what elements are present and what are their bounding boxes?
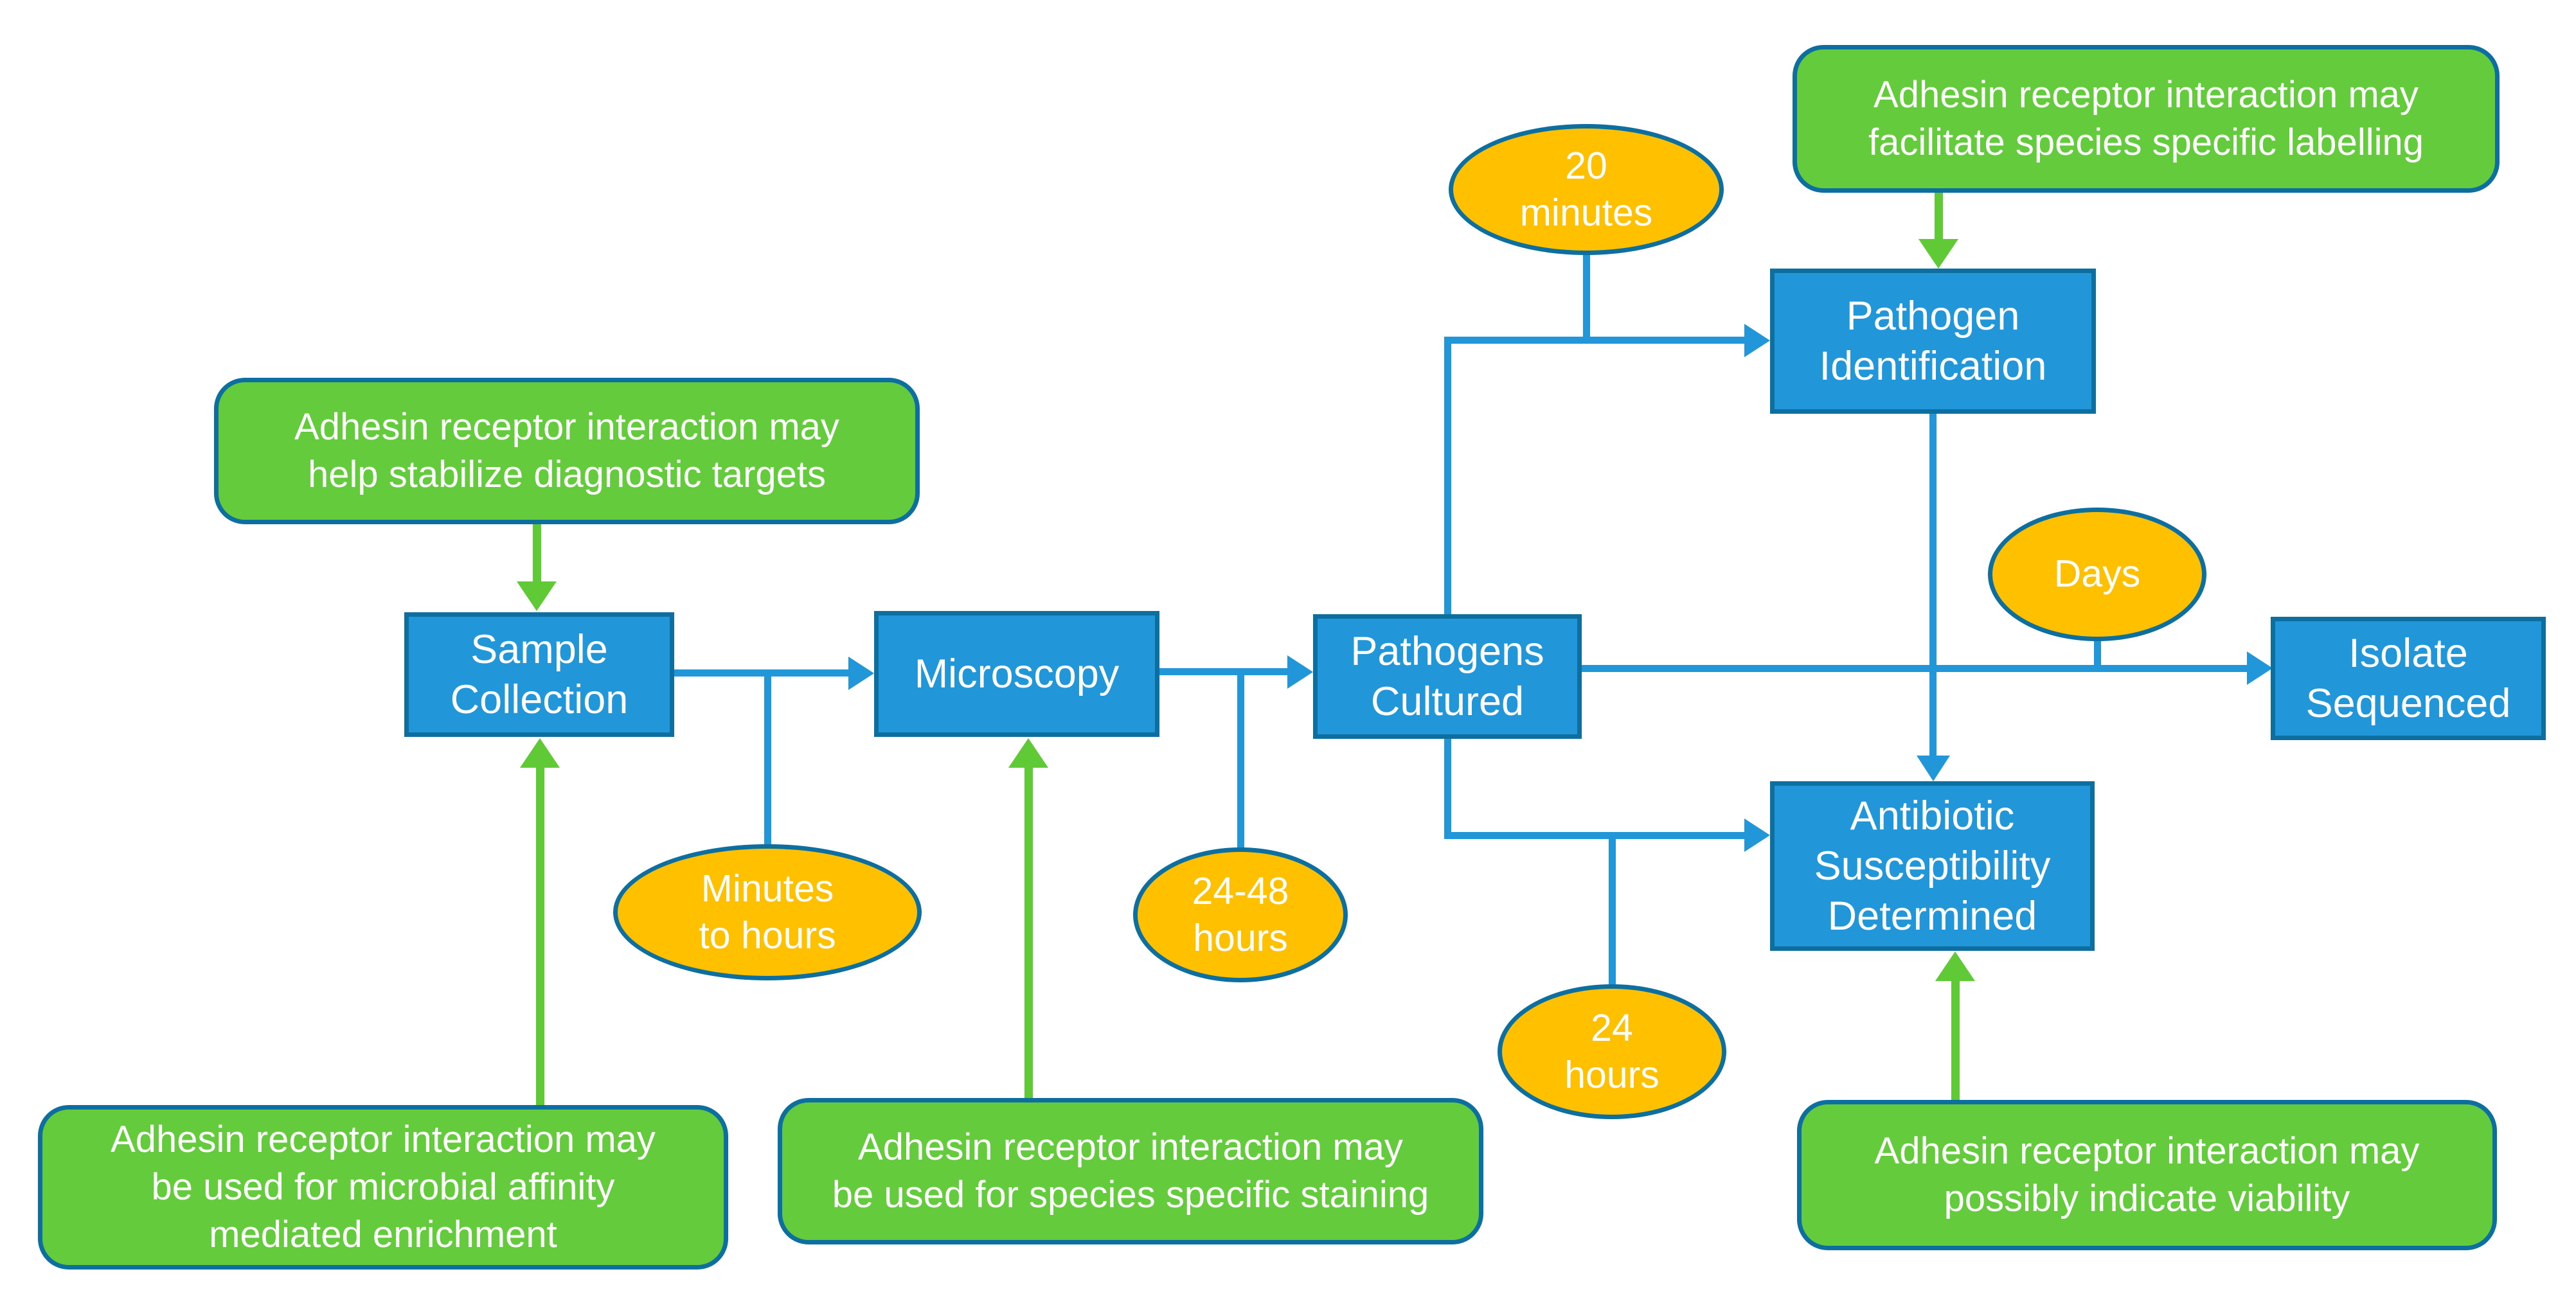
node-pathogen-identification: Pathogen Identification bbox=[1770, 269, 2096, 414]
annotation-specific-staining-label: Adhesin receptor interaction may be used… bbox=[832, 1126, 1429, 1216]
node-pathogens-cultured-label: Pathogens Cultured bbox=[1350, 628, 1544, 724]
green-arrow-labelling-line bbox=[1935, 190, 1943, 242]
edge-microscopy-to-cultured bbox=[1159, 668, 1290, 675]
node-isolate-sequenced: Isolate Sequenced bbox=[2271, 617, 2546, 740]
duration-20-minutes: 20 minutes bbox=[1449, 124, 1724, 255]
arrowhead-into-susceptibility-left bbox=[1744, 819, 1770, 852]
green-arrowhead-into-sample-top bbox=[517, 581, 557, 611]
edge-sample-to-microscopy bbox=[674, 669, 851, 677]
edge-cultured-to-identification-vertical bbox=[1444, 339, 1451, 615]
stub-24-48-hours bbox=[1237, 671, 1244, 849]
annotation-species-labelling: Adhesin receptor interaction may facilit… bbox=[1793, 45, 2500, 193]
green-arrowhead-into-susceptibility-bottom bbox=[1935, 951, 1975, 981]
edge-cultured-to-susceptibility-horizontal bbox=[1444, 832, 1746, 839]
node-pathogen-identification-label: Pathogen Identification bbox=[1819, 293, 2047, 389]
edge-identification-to-susceptibility bbox=[1929, 412, 1936, 757]
green-arrowhead-into-microscopy-bottom bbox=[1008, 738, 1048, 768]
edge-cultured-to-sequenced bbox=[1580, 665, 2249, 672]
annotation-stabilize-targets-label: Adhesin receptor interaction may help st… bbox=[294, 405, 839, 495]
arrowhead-into-cultured bbox=[1287, 655, 1313, 689]
node-antibiotic-susceptibility: Antibiotic Susceptibility Determined bbox=[1770, 781, 2095, 951]
annotation-stabilize-targets: Adhesin receptor interaction may help st… bbox=[214, 378, 920, 524]
stub-days bbox=[2094, 636, 2101, 668]
node-sample-collection: Sample Collection bbox=[404, 612, 674, 737]
green-arrow-viability-line bbox=[1951, 978, 1960, 1101]
green-arrow-stabilize-line bbox=[533, 523, 541, 584]
green-arrow-staining-line bbox=[1024, 766, 1033, 1099]
duration-24-hours-label: 24 hours bbox=[1564, 1006, 1659, 1096]
duration-days-label: Days bbox=[2053, 553, 2141, 596]
annotation-indicate-viability-label: Adhesin receptor interaction may possibl… bbox=[1874, 1129, 2420, 1219]
duration-24-48-hours: 24-48 hours bbox=[1133, 847, 1348, 982]
stub-24-hours bbox=[1609, 835, 1616, 987]
stub-minutes-to-hours bbox=[764, 673, 771, 845]
node-microscopy: Microscopy bbox=[874, 611, 1159, 737]
stub-20-minutes bbox=[1583, 251, 1590, 339]
node-isolate-sequenced-label: Isolate Sequenced bbox=[2305, 630, 2511, 726]
annotation-specific-staining: Adhesin receptor interaction may be used… bbox=[778, 1098, 1483, 1244]
duration-days: Days bbox=[1988, 508, 2206, 641]
arrowhead-into-identification bbox=[1744, 324, 1770, 357]
node-antibiotic-susceptibility-label: Antibiotic Susceptibility Determined bbox=[1814, 793, 2051, 939]
green-arrowhead-into-identification bbox=[1919, 239, 1958, 269]
annotation-indicate-viability: Adhesin receptor interaction may possibl… bbox=[1797, 1100, 2497, 1250]
green-arrow-enrichment-line bbox=[536, 766, 544, 1106]
node-pathogens-cultured: Pathogens Cultured bbox=[1313, 614, 1582, 739]
annotation-affinity-enrichment-label: Adhesin receptor interaction may be used… bbox=[111, 1118, 656, 1256]
duration-24-hours: 24 hours bbox=[1498, 984, 1726, 1119]
arrowhead-into-microscopy bbox=[848, 657, 874, 690]
annotation-affinity-enrichment: Adhesin receptor interaction may be used… bbox=[38, 1105, 728, 1270]
annotation-species-labelling-label: Adhesin receptor interaction may facilit… bbox=[1868, 73, 2424, 163]
duration-minutes-to-hours: Minutes to hours bbox=[613, 844, 922, 980]
arrowhead-into-sequenced bbox=[2247, 651, 2273, 685]
duration-24-48-hours-label: 24-48 hours bbox=[1192, 869, 1289, 959]
node-sample-collection-label: Sample Collection bbox=[450, 626, 629, 722]
arrowhead-into-susceptibility-top bbox=[1917, 756, 1950, 781]
green-arrowhead-into-sample-bottom bbox=[520, 738, 560, 768]
duration-20-minutes-label: 20 minutes bbox=[1519, 144, 1653, 234]
edge-cultured-to-susceptibility-vertical bbox=[1444, 738, 1451, 839]
node-microscopy-label: Microscopy bbox=[914, 651, 1120, 696]
edge-cultured-to-identification-horizontal bbox=[1444, 337, 1746, 344]
duration-minutes-to-hours-label: Minutes to hours bbox=[699, 867, 836, 957]
